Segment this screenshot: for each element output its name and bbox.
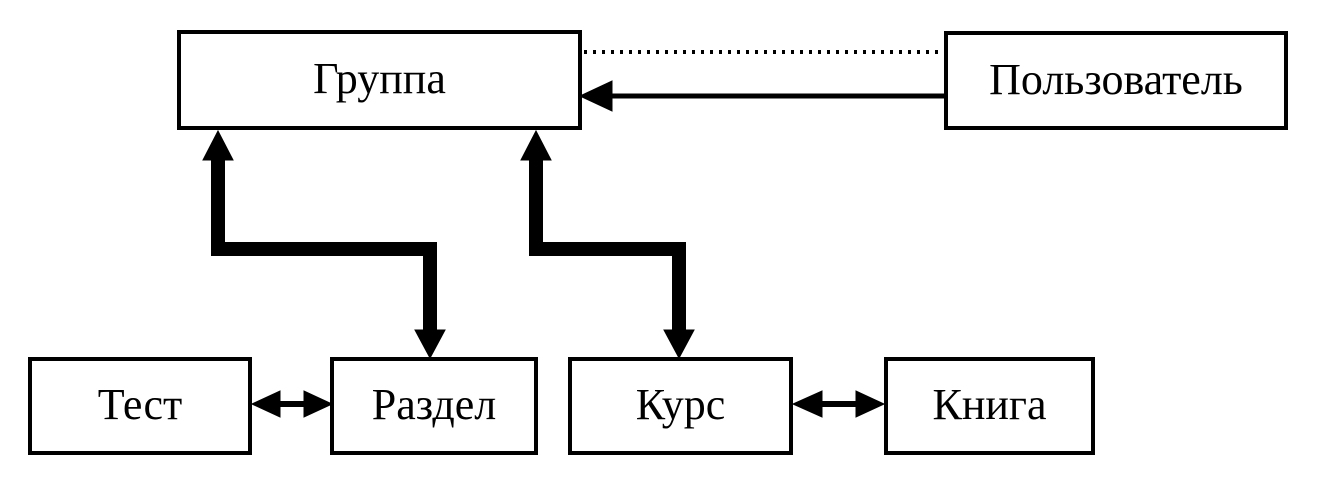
node-kniga-label: Книга [932,380,1047,429]
node-polzovatel[interactable]: Пользователь [944,31,1288,130]
edge-gruppa-razdel-thick [202,129,446,360]
node-razdel[interactable]: Раздел [330,357,538,455]
edge-test-razdel [250,390,334,418]
node-test[interactable]: Тест [28,357,252,455]
node-polzovatel-label: Пользователь [989,54,1243,104]
node-test-label: Тест [97,380,183,429]
node-razdel-label: Раздел [371,380,497,429]
node-gruppa[interactable]: Группа [177,30,582,130]
node-kurs[interactable]: Курс [568,357,793,455]
node-kniga[interactable]: Книга [884,357,1095,455]
edge-gruppa-kurs-thick [520,129,695,360]
edge-kurs-kniga [791,390,886,418]
node-gruppa-label: Группа [313,54,446,103]
node-kurs-label: Курс [635,380,726,429]
